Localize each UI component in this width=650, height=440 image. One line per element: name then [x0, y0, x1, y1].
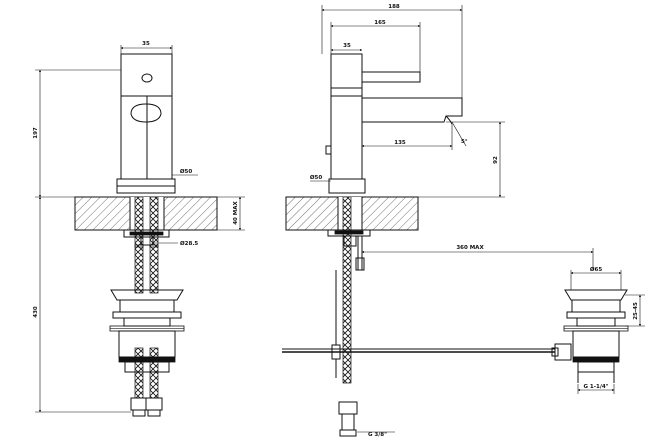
- side-tap-body: [330, 53, 363, 180]
- dim-rod-length: 360 MAX: [456, 245, 484, 251]
- dim-waste-thread: G 1-1/4": [583, 384, 608, 390]
- dim-front-height: 197: [33, 127, 39, 139]
- side-dimensions: 188 165 35 135 5° 92 Ø50 360 MAX Ø65: [310, 4, 645, 438]
- dim-side-height: 92: [493, 156, 499, 164]
- dim-counter-thickness: 40 MAX: [233, 200, 239, 224]
- dim-side-base-dia: Ø50: [310, 174, 323, 181]
- side-view: [282, 53, 629, 437]
- dim-front-lower-height: 430: [33, 306, 39, 318]
- dim-side-reach: 135: [394, 140, 406, 146]
- dim-side-overall: 188: [388, 4, 400, 10]
- dim-front-base-dia: Ø50: [180, 168, 193, 175]
- dim-waste-drop: 25-45: [633, 302, 639, 320]
- front-dimensions: 35 197 430 Ø50 40 MAX Ø28.5: [33, 41, 245, 413]
- front-view: [74, 53, 218, 417]
- dim-waste-flange: Ø65: [590, 266, 603, 273]
- dim-side-handle-offset: 35: [343, 43, 351, 49]
- flow-angle-label: 5°: [461, 139, 468, 145]
- dim-side-spout: 165: [374, 20, 386, 26]
- dim-hose-thread: G 3/8": [368, 432, 387, 438]
- dim-front-tail-dia: Ø28.5: [180, 240, 198, 247]
- dim-front-width: 35: [142, 41, 150, 47]
